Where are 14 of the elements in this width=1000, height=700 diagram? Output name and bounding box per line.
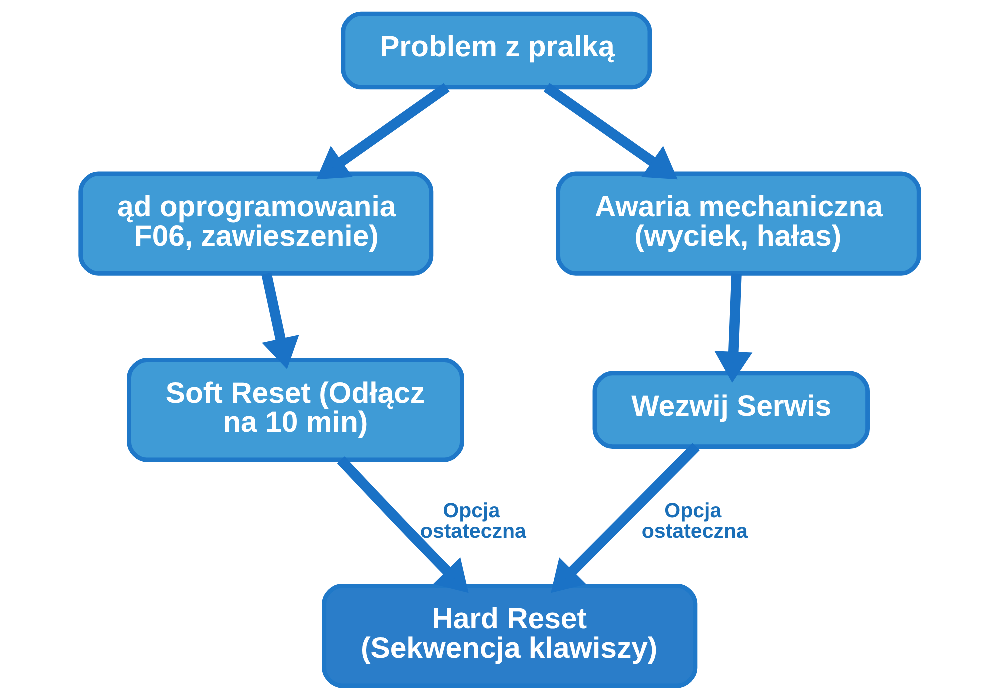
arrow — [714, 274, 753, 383]
edge-label: Opcja ostateczna — [420, 500, 526, 544]
arrow — [262, 272, 300, 370]
arrow — [551, 443, 700, 594]
node-box: Awaria mechaniczna (wyciek, hałas) — [556, 172, 922, 276]
arrow — [316, 83, 450, 180]
arrow — [337, 456, 469, 594]
node-box: Problem z pralką — [341, 12, 652, 90]
node-box: Hard Reset (Sekwencja klawiszy) — [322, 584, 698, 688]
node-box: Wezwij Serwis — [592, 371, 870, 449]
arrow — [544, 83, 678, 180]
node-box: ąd oprogramowania F06, zawieszenie) — [78, 172, 434, 276]
node-box: Soft Reset (Odłącz na 10 min) — [127, 358, 464, 462]
edge-label: Opcja ostateczna — [642, 500, 748, 544]
